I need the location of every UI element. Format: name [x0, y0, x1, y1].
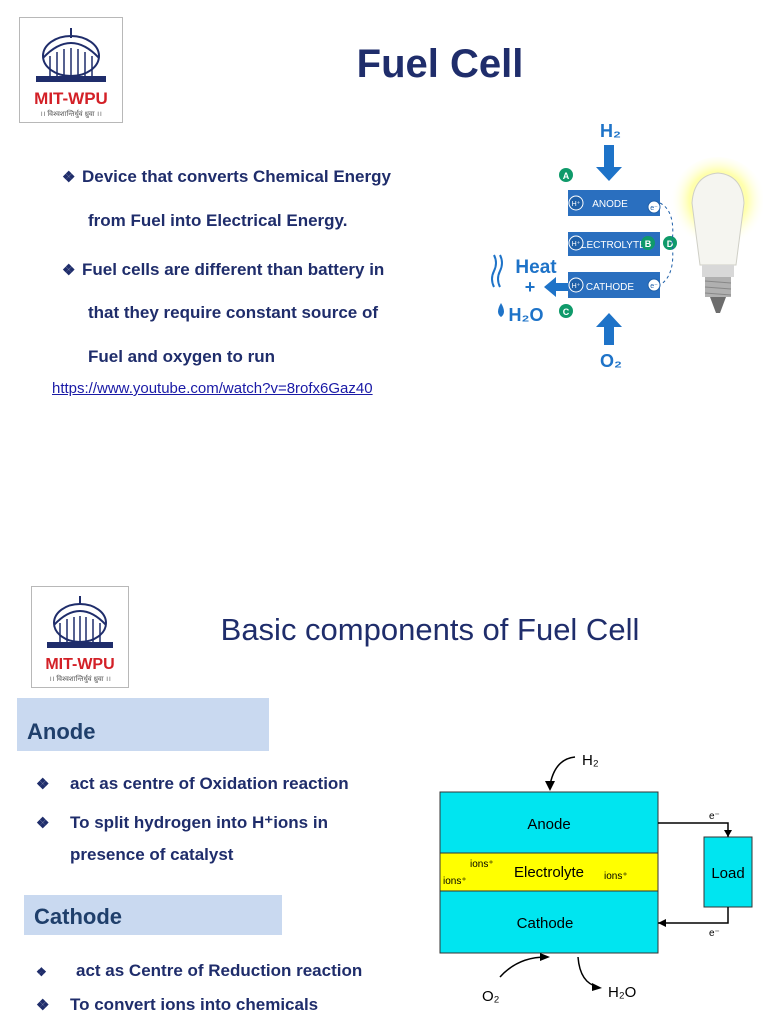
o2-arrow-icon	[499, 956, 547, 978]
o2-input-label: O₂	[600, 351, 622, 371]
anode-layer-label: ANODE	[592, 199, 628, 210]
bullet-2-line-3: Fuel and oxygen to run	[88, 347, 276, 366]
water-drop-icon	[498, 303, 504, 317]
anode-bullet-2: ❖ To split hydrogen into H⁺ions in	[36, 813, 328, 833]
anode-section-header: Anode	[17, 698, 269, 751]
anode-bullet-1: ❖ act as centre of Oxidation reaction	[36, 774, 349, 794]
marker-a: A	[563, 171, 570, 181]
logo-tagline: ।। विश्वशान्तिर्धुवं ध्रुवा ।।	[49, 676, 111, 683]
plus-label: +	[525, 277, 536, 297]
bullet-1-cont: from Fuel into Electrical Energy.	[88, 210, 347, 232]
h2o-arrow-icon	[577, 956, 599, 988]
cathode-block	[439, 890, 659, 954]
electrolyte-block-label: Electrolyte	[514, 864, 584, 881]
bullet-2-cont-2: Fuel and oxygen to run	[88, 346, 275, 368]
fuel-cell-bulb-diagram: H₂ ANODE ELECTROLYTE CATHODE H⁺ H⁺ H⁺ e⁻…	[491, 121, 763, 371]
cathode-layer-label: CATHODE	[586, 282, 634, 293]
anode-heading: Anode	[27, 719, 96, 744]
diamond-bullet-icon: ❖	[62, 262, 76, 279]
ion-label: H⁺	[572, 201, 581, 208]
bullet-2-cont: that they require constant source of	[88, 302, 378, 324]
electron-path	[659, 202, 674, 286]
water-label: H₂O	[509, 305, 544, 325]
ions-left-label: ions⁺	[443, 876, 467, 887]
dome-logo-icon: MIT-WPU	[34, 28, 108, 108]
heat-label: Heat	[515, 257, 557, 278]
page-title: Fuel Cell	[356, 42, 524, 86]
wire-bottom	[658, 907, 729, 924]
marker-c: C	[563, 307, 570, 317]
bullet-1-line-2: from Fuel into Electrical Energy.	[88, 211, 348, 230]
o2-label: O₂	[482, 988, 500, 1005]
bullet-2-line-2: that they require constant source of	[88, 303, 378, 322]
h2-label: H₂	[582, 752, 599, 769]
electron-label: e⁻	[650, 283, 658, 290]
bullet-2-line-1: Fuel cells are different than battery in	[82, 260, 385, 279]
logo-tagline: ।। विश्वशान्तिर्धुवं ध्रुवा ।।	[40, 111, 102, 118]
electron-top-label: e⁻	[709, 811, 720, 822]
cathode-block-label: Cathode	[517, 915, 574, 932]
bulb-icon	[691, 172, 745, 266]
wire-top	[658, 822, 729, 837]
ions-right-label: ions⁺	[604, 871, 628, 882]
mit-wpu-logo-2: MIT-WPU ।। विश्वशान्तिर्धुवं ध्रुवा ।।	[31, 586, 129, 688]
cathode-section-header: Cathode	[24, 895, 282, 935]
diamond-bullet-icon: ❖	[36, 965, 47, 979]
anode-bullet-2-text: To split hydrogen into H⁺ions in	[70, 813, 328, 832]
anode-bullet-3-text: presence of catalyst	[70, 845, 234, 864]
cathode-bullet-1: ❖ act as Centre of Reduction reaction	[36, 961, 362, 981]
cathode-bullet-1-text: act as Centre of Reduction reaction	[76, 961, 363, 980]
ions-top-label: ions⁺	[470, 859, 494, 870]
h2-arrow-icon	[549, 756, 576, 786]
anode-bullet-1-text: act as centre of Oxidation reaction	[70, 774, 349, 793]
load-block	[703, 836, 753, 908]
cathode-bullet-2-text: To convert ions into chemicals	[70, 995, 319, 1014]
diamond-bullet-icon: ❖	[36, 815, 50, 832]
electrolyte-layer-label: ELECTROLYTE	[574, 240, 646, 251]
diamond-bullet-icon: ❖	[36, 776, 50, 793]
cathode-heading: Cathode	[34, 904, 122, 929]
diamond-bullet-icon: ❖	[62, 169, 76, 186]
o2-arrow-icon	[596, 313, 622, 345]
marker-d: D	[667, 239, 674, 249]
ion-label: H⁺	[572, 283, 581, 290]
h2-arrow-icon	[596, 145, 622, 181]
diamond-bullet-icon: ❖	[36, 997, 50, 1014]
logo-text: MIT-WPU	[34, 89, 108, 108]
bullet-1-line-1: Device that converts Chemical Energy	[82, 167, 391, 186]
anode-block	[439, 791, 659, 854]
marker-b: B	[645, 239, 652, 249]
heat-waves-icon	[491, 254, 503, 288]
slide-2-title: Basic components of Fuel Cell	[220, 612, 640, 647]
h2-input-label: H₂	[600, 121, 621, 141]
youtube-link[interactable]: https://www.youtube.com/watch?v=8rofx6Ga…	[52, 380, 373, 397]
logo-text: MIT-WPU	[45, 656, 114, 673]
anode-bullet-2-cont: presence of catalyst	[70, 845, 233, 865]
load-label: Load	[711, 865, 744, 882]
bullet-2: ❖ Fuel cells are different than battery i…	[62, 259, 492, 282]
electron-label: e⁻	[650, 205, 658, 212]
ion-label: H⁺	[572, 241, 581, 248]
dome-logo-icon: MIT-WPU	[45, 596, 115, 673]
h2o-label: H₂O	[608, 984, 636, 1001]
electrolyte-block	[439, 852, 659, 892]
mit-wpu-logo: MIT-WPU ।। विश्वशान्तिर्धुवं ध्रुवा ।।	[19, 17, 123, 123]
electron-bottom-label: e⁻	[709, 928, 720, 939]
fuel-cell-diagram: H₂ Anode Electrolyte ions⁺ ions⁺ ions⁺ C…	[439, 752, 753, 1005]
bullet-1: ❖ Device that converts Chemical Energy	[62, 166, 492, 189]
output-arrow-icon	[544, 277, 568, 297]
anode-block-label: Anode	[527, 816, 570, 833]
cathode-bullet-2: ❖ To convert ions into chemicals	[36, 995, 318, 1015]
